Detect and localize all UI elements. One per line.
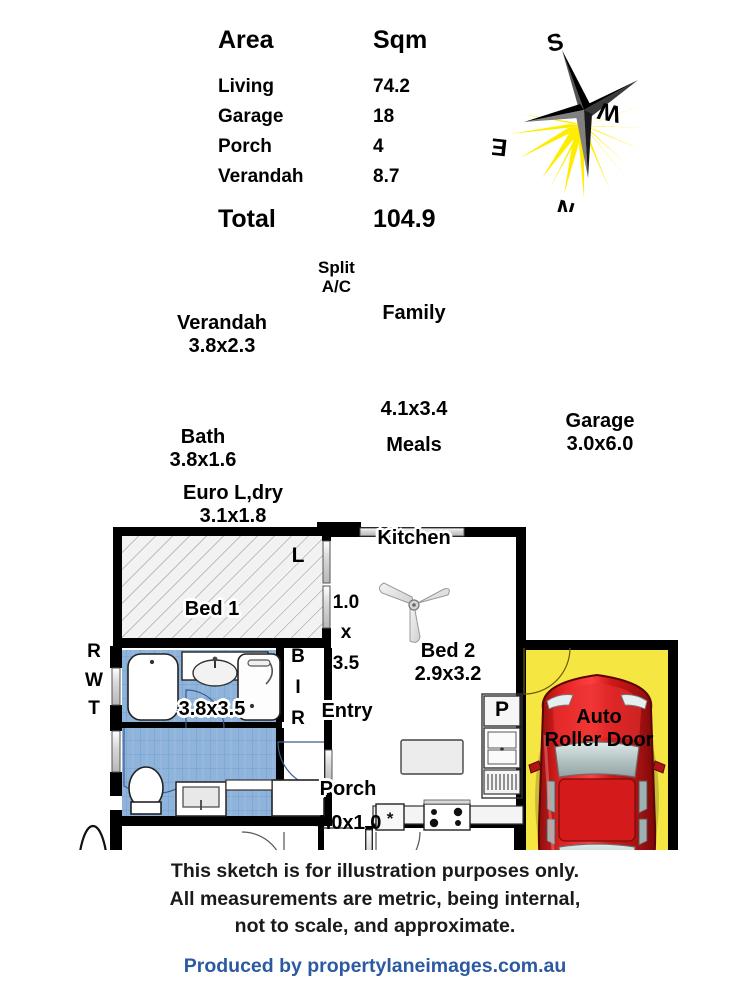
area-total-row: Total 104.9 [218, 205, 488, 234]
area-row-value: 8.7 [373, 166, 400, 187]
area-row-label: Living [218, 76, 274, 97]
window-wet-right [324, 749, 333, 787]
wall-wet-outer-right [324, 648, 332, 818]
window-west-2 [111, 730, 121, 773]
window-verandah-right-2 [322, 585, 331, 629]
compass-rose: S W E N [490, 22, 662, 224]
disclaimer-line: This sketch is for illustration purposes… [170, 860, 580, 882]
wall-verandah-bottom [113, 638, 331, 648]
wall-west-b [110, 705, 122, 731]
area-row-value: 74.2 [373, 76, 410, 97]
wall-bath-laundry [122, 722, 282, 728]
compass-sun-rays [510, 106, 650, 198]
area-total-label: Total [218, 205, 276, 233]
laundry-sink-icon [175, 781, 227, 817]
area-row-value: 18 [373, 106, 395, 127]
verandah-floor [120, 534, 324, 640]
window-family-top [359, 527, 465, 537]
area-row-value: 4 [373, 136, 384, 157]
family-floor [330, 534, 524, 654]
table-row: Living 74.2 [218, 76, 488, 98]
svg-text:*: * [387, 809, 394, 828]
door-bath [185, 689, 225, 729]
split-ac-marker [317, 522, 361, 533]
ceiling-fan-family [378, 582, 450, 643]
shower-icon [237, 653, 281, 721]
kitchen-island [400, 739, 464, 775]
compass-label-east: E [492, 132, 509, 161]
pantry-icon [483, 695, 521, 727]
footer: This sketch is for illustration purposes… [0, 858, 750, 978]
door-garage-internal [523, 647, 571, 695]
producer-credit: Produced by propertylaneimages.com.au [183, 955, 567, 978]
wall-west-c [110, 772, 122, 796]
cooktop-icon [423, 803, 471, 831]
wall-garage-right [668, 640, 678, 956]
laundry-bench [225, 779, 273, 791]
area-table-header: Area Sqm [218, 26, 488, 55]
kitchen-fixtures: * [372, 693, 524, 831]
wall-family-right [516, 527, 526, 652]
floor-plan-svg: * [76, 522, 678, 1000]
floor-plan: * [0, 250, 750, 1000]
window-verandah-right-1 [322, 540, 331, 584]
linen-cupboard [271, 779, 325, 817]
compass-label-north: N [554, 193, 578, 212]
car-icon [528, 673, 666, 921]
disclaimer-line: not to scale, and approximate. [234, 915, 516, 938]
rwt-icon [76, 824, 110, 932]
dishwasher-icon [483, 769, 521, 795]
table-row: Porch 4 [218, 136, 488, 158]
area-row-label: Verandah [218, 166, 304, 187]
bathtub-icon [127, 653, 179, 721]
toilet-icon [128, 766, 164, 815]
area-header-label: Area [218, 26, 274, 54]
compass-label-south: S [545, 28, 566, 58]
wall-entry-left [318, 826, 324, 990]
compass-svg: S W E N [490, 28, 650, 224]
table-row: Verandah 8.7 [218, 166, 488, 188]
wall-west-e [110, 828, 122, 894]
area-header-unit: Sqm [373, 26, 428, 54]
wall-garage-top [516, 640, 678, 650]
window-entry-right [365, 829, 373, 885]
area-row-label: Garage [218, 106, 284, 127]
fridge-icon [375, 803, 405, 831]
compass-star [524, 50, 638, 178]
table-row: Garage 18 [218, 106, 488, 128]
disclaimer-line: All measurements are metric, being inter… [169, 887, 581, 910]
window-west-1 [111, 667, 121, 706]
area-row-label: Porch [218, 136, 272, 157]
wall-verandah-right-bottom [322, 628, 331, 648]
wall-verandah-left [113, 527, 122, 647]
fixtures: * [127, 651, 524, 979]
wall-wet-bottom [113, 816, 332, 826]
kitchen-column [481, 693, 523, 799]
wall-west-a [110, 646, 122, 668]
area-summary-table: Area Sqm Living 74.2 Garage 18 Porch 4 V… [218, 26, 488, 234]
wall-verandah-top [113, 527, 331, 536]
area-total-value: 104.9 [373, 205, 436, 233]
